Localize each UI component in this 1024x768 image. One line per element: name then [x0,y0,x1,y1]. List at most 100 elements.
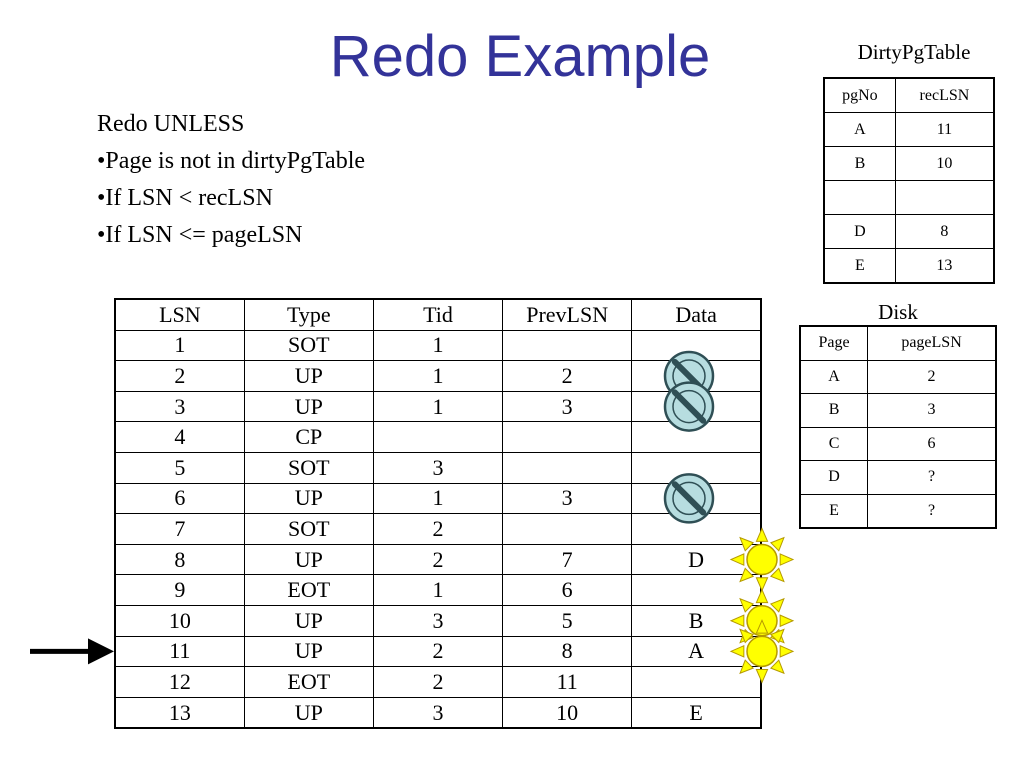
log-cell: B [631,604,762,637]
dirty-cell: 8 [894,214,995,249]
dirty-cell: E [823,248,896,284]
disk-header-cell: Page [799,325,869,361]
dirty-header-cell: recLSN [894,77,995,113]
disk-cell: D [799,460,869,495]
log-cell: 13 [114,696,245,729]
disk-cell: A [799,359,869,394]
rule-heading: Redo UNLESS [97,111,245,137]
disk-cell: 6 [867,426,997,461]
log-cell: 3 [502,482,633,514]
log-cell: EOT [243,574,374,606]
disk-row: D? [799,460,997,495]
disk-cell: 2 [867,359,997,394]
log-cell: EOT [243,666,374,698]
log-cell: 2 [372,666,504,698]
log-cell [502,329,633,361]
log-cell: UP [243,482,374,514]
log-cell [631,421,762,453]
log-cell: SOT [243,513,374,545]
log-header-cell: Type [243,298,374,331]
log-cell [631,451,762,484]
log-cell: 1 [372,482,504,514]
log-cell: 12 [114,666,245,698]
dirty-cell [894,180,995,215]
dirty-cell: D [823,214,896,249]
log-cell: 3 [372,451,504,484]
log-cell: 3 [372,696,504,729]
log-cell: 2 [372,513,504,545]
log-cell: 11 [502,666,633,698]
dirty-cell: B [823,146,896,181]
rule-item: •Page is not in dirtyPgTable [97,148,366,174]
log-cell: 9 [114,574,245,606]
disk-cell: B [799,393,869,428]
log-header-cell: Data [631,298,762,331]
log-cell: 10 [502,696,633,729]
log-cell: 3 [114,390,245,422]
log-cell: C [631,482,762,514]
log-cell: UP [243,635,374,667]
log-cell [631,513,762,545]
log-cell: 10 [114,604,245,637]
rule-item: •If LSN < recLSN [97,185,273,211]
log-cell: 6 [502,574,633,606]
redo-rules: Redo UNLESS •Page is not in dirtyPgTable… [97,106,365,254]
disk-cell: ? [867,493,997,529]
log-cell: 5 [502,604,633,637]
log-cell: UP [243,604,374,637]
log-cell: UP [243,543,374,575]
disk-cell: ? [867,460,997,495]
log-cell: UP [243,696,374,729]
dirty-row [823,180,995,215]
log-cell: 2 [372,543,504,575]
dirty-cell: A [823,112,896,147]
log-cell: 1 [372,390,504,422]
log-cell: 8 [502,635,633,667]
log-cell: 3 [502,390,633,422]
log-cell: 4 [114,421,245,453]
log-cell: 1 [372,329,504,361]
log-cell: 2 [114,360,245,392]
disk-cell: C [799,426,869,461]
log-cell: UP [243,390,374,422]
dirty-cell: 11 [894,112,995,147]
dirty-cell: 10 [894,146,995,181]
log-cell: 7 [502,543,633,575]
log-cell [631,329,762,361]
log-cell: 2 [372,635,504,667]
log-cell: B [631,390,762,422]
log-cell: D [631,543,762,575]
log-cell: 11 [114,635,245,667]
log-cell: 6 [114,482,245,514]
log-cell: SOT [243,451,374,484]
log-cell [502,513,633,545]
disk-cell: E [799,493,869,529]
dirty-cell [823,180,896,215]
disk-header-cell: pageLSN [867,325,997,361]
log-cell: SOT [243,329,374,361]
dirty-header-cell: pgNo [823,77,896,113]
slide-title: Redo Example [329,24,711,89]
log-cell [502,421,633,453]
log-cell: 7 [114,513,245,545]
dirty-table-caption: DirtyPgTable [857,40,971,64]
